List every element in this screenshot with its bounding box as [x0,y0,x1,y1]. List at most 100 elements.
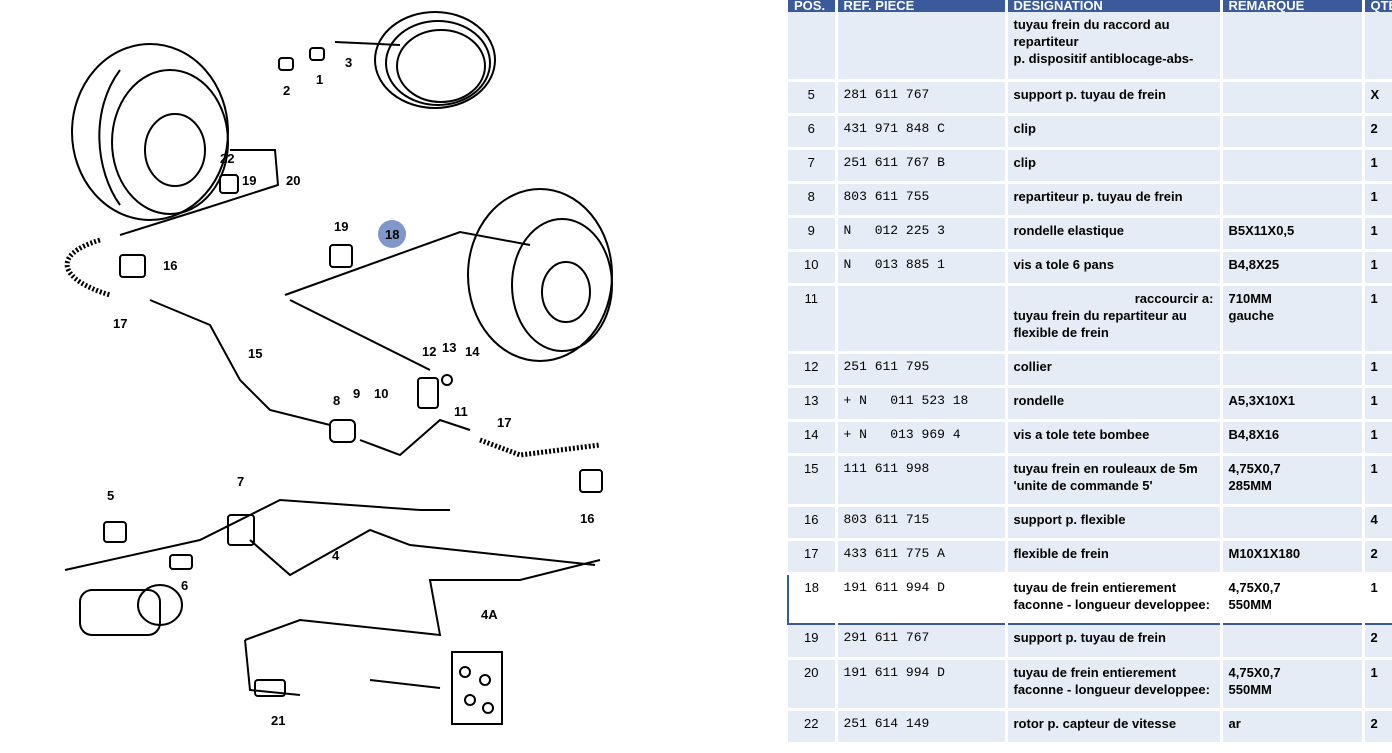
cell-remarque [1221,80,1365,116]
exploded-parts-diagram: 1 2 3 22 19 20 16 17 15 18 19 12 13 14 8… [64,11,613,728]
cell-remarque [1221,182,1365,218]
designation-line: tuyau de frein entierement [1013,579,1177,595]
callout-label: 19 [242,173,256,188]
cell-designation: support p. tuyau de frein [1006,624,1223,660]
cell-designation: support p. flexible [1006,505,1223,541]
cell-qte: X [1363,80,1392,116]
cell-qte: 1 [1363,658,1392,711]
cell-remarque: B4,8X25 [1221,250,1365,286]
designation-line: collier [1013,358,1052,374]
cell-remarque [1221,624,1365,660]
callout-label: 6 [181,578,188,593]
cell-ref: 433 611 775 A [836,539,1008,575]
designation-line: tuyau frein du raccord au [1013,17,1170,32]
callout-label: 10 [374,386,388,401]
cell-pos: 17 [788,539,838,575]
col-header-ref[interactable]: REF. PIECE [836,0,1008,12]
cell-ref: 281 611 767 [836,80,1008,116]
remarque-line: 4,75X0,7 [1228,579,1281,595]
abs-unit-drawing [79,589,161,636]
designation-line: support p. flexible [1013,511,1126,527]
designation-line: p. dispositif antiblocage-abs- [1013,51,1194,66]
callout-label: 11 [454,404,468,419]
callout-label: 4 [332,548,340,563]
remarque-line: 550MM [1228,596,1272,612]
cell-designation: rondelle [1006,386,1223,422]
callout-18-highlight[interactable] [378,220,406,248]
designation-line: rondelle elastique [1013,222,1125,238]
callout-label: 18 [385,227,399,242]
callout-label: 13 [442,340,456,355]
col-header-qte[interactable]: QTE [1363,0,1392,12]
remarque-line: B4,8X25 [1228,256,1280,272]
cell-remarque [1221,114,1365,150]
cell-designation: raccourcir a:tuyau frein du repartiteur … [1006,284,1223,354]
cell-qte: 1 [1363,182,1392,218]
coil-tube-drawing [374,11,496,109]
brake-line-drawing: 1 2 3 22 19 20 16 17 15 18 19 12 13 14 8… [64,11,613,728]
callout-label: 15 [248,346,262,361]
designation-line: rotor p. capteur de vitesse [1013,715,1177,731]
cell-pos: 13 [788,386,838,422]
col-header-pos[interactable]: POS. [788,0,838,12]
remarque-line: B4,8X16 [1228,426,1280,442]
callout-label: 7 [237,474,244,489]
callout-label: 1 [316,72,323,87]
cell-pos: 19 [788,624,838,660]
designation-line: flexible de frein [1013,324,1109,340]
callout-label: 21 [271,713,285,728]
remarque-line: gauche [1228,307,1275,323]
cell-ref: 803 611 755 [836,182,1008,218]
callout-label: 17 [497,415,511,430]
designation-line: 'unite de commande 5' [1013,477,1153,493]
cell-designation: rondelle elastique [1006,216,1223,252]
cell-designation: vis a tole tete bombee [1006,420,1223,456]
cell-designation: support p. tuyau de frein [1006,80,1223,116]
cell-ref: 803 611 715 [836,505,1008,541]
cell-pos: 9 [788,216,838,252]
table-header-row: POS. REF. PIECE DESIGNATION REMARQUE QTE [788,0,1392,12]
cell-pos: 7 [788,148,838,184]
cell-pos: 22 [788,709,838,745]
callout-label: 20 [286,173,300,188]
designation-line: vis a tole 6 pans [1013,256,1114,272]
col-header-designation[interactable]: DESIGNATION [1006,0,1223,12]
cell-qte: 2 [1363,624,1392,660]
designation-line: rondelle [1013,392,1065,408]
cell-qte: 1 [1363,148,1392,184]
remarque-line: M10X1X180 [1228,545,1301,561]
cell-designation: flexible de frein [1006,539,1223,575]
callout-label: 5 [107,488,114,503]
designation-line: repartiteur p. tuyau de frein [1013,188,1183,204]
cell-designation: clip [1006,114,1223,150]
cell-ref [836,12,1008,82]
designation-line: flexible de frein [1013,545,1109,561]
cell-remarque [1221,148,1365,184]
cell-remarque: A5,3X10X1 [1221,386,1365,422]
col-header-remarque[interactable]: REMARQUE [1221,0,1365,12]
designation-line: tuyau frein en rouleaux de 5m [1013,460,1198,476]
designation-line: vis a tole tete bombee [1013,426,1150,442]
cell-ref: N 012 225 3 [836,216,1008,252]
